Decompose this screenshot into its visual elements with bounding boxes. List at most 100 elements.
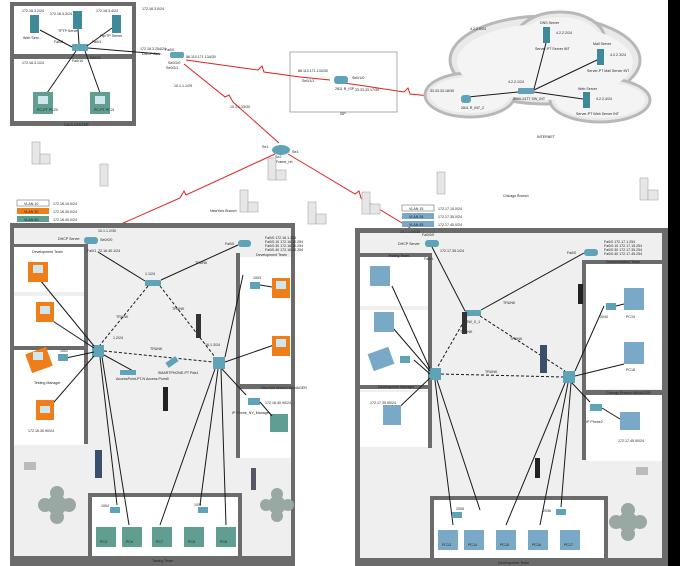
ny-manager-laptop-icon[interactable] xyxy=(270,414,288,432)
port-label: Se0/2/1 xyxy=(166,66,178,70)
link xyxy=(434,379,454,526)
pc-icon[interactable] xyxy=(370,266,390,286)
pc13-icon[interactable] xyxy=(438,530,458,550)
pc15-icon[interactable] xyxy=(496,530,516,550)
chi-wan-ip: 10.1.1.34/30 xyxy=(400,230,420,234)
isp-router-label: 2811 R_ISP xyxy=(335,87,355,91)
ny-core-switch-icon[interactable] xyxy=(145,280,161,286)
link xyxy=(391,285,431,370)
chicago-title: Chicago Branch xyxy=(503,194,529,198)
link xyxy=(84,50,101,94)
pc17-icon[interactable] xyxy=(560,530,580,550)
access-point-icon[interactable] xyxy=(120,370,136,375)
pc5-icon[interactable] xyxy=(184,527,204,547)
phone-1002-icon[interactable] xyxy=(58,354,68,361)
web-server-int-icon[interactable] xyxy=(583,92,590,108)
web-server-icon[interactable] xyxy=(30,15,39,33)
frame-link-ip: 10.1.1.33/30 xyxy=(230,105,250,109)
pc14-icon[interactable] xyxy=(464,530,484,550)
chi-access-switch-1-icon[interactable] xyxy=(429,368,441,380)
frame-relay-icon[interactable] xyxy=(272,145,290,155)
dns-server-label: Server-PT Server INT xyxy=(535,47,570,51)
phone-1004-icon[interactable] xyxy=(110,507,120,513)
data-center-area: 172.18.3.2/24 172.18.3.3/24 172.18.3.4/2… xyxy=(10,2,161,127)
ny-dev-room-right xyxy=(240,257,291,384)
person-icon xyxy=(95,450,102,478)
port-label: Fa0/0 xyxy=(225,242,234,246)
data-center-title: DATA CENTER xyxy=(64,123,89,127)
phone-2036-icon[interactable] xyxy=(556,509,566,515)
pc-icon[interactable] xyxy=(374,312,394,332)
datacenter-switch-icon[interactable] xyxy=(72,44,88,51)
ny-access-switch-2-icon[interactable] xyxy=(213,357,225,369)
pc3-icon[interactable] xyxy=(96,527,116,547)
lan-network-label: 172.18.3.1/24 xyxy=(22,61,44,65)
core-router-icon[interactable] xyxy=(170,52,184,58)
core-router: 172.18.3.254/24 DHCP Serv... Fa0/0 Se0/2… xyxy=(140,47,216,88)
tftp-server-icon[interactable] xyxy=(73,11,82,29)
chi-access-switch-2-icon[interactable] xyxy=(563,371,575,383)
ny-manager-phone-icon[interactable] xyxy=(248,398,260,405)
pc6-icon[interactable] xyxy=(216,527,236,547)
chi-2811-router-icon[interactable] xyxy=(584,249,598,256)
isp-ip-1: 88.110.171.133/30 xyxy=(298,69,328,73)
web-server-ip: 4.2.2.4/24 xyxy=(596,97,612,101)
screen xyxy=(95,96,105,104)
dns-server-icon[interactable] xyxy=(543,27,550,43)
room-label: Development Team xyxy=(498,561,529,565)
trunk-label: TRUNK xyxy=(503,301,516,305)
port-label: Se0/2/0 xyxy=(168,61,180,65)
port-label: Fa0/0 xyxy=(165,48,174,52)
ftp-server-label: Ftp\TP Server xyxy=(100,34,123,38)
chi-core-switch-icon[interactable] xyxy=(465,310,481,316)
internet-switch-label: 2960-24TT SW_INT xyxy=(513,97,546,101)
isp-router-icon[interactable] xyxy=(334,76,348,84)
screen xyxy=(40,306,50,314)
phone-2040-icon[interactable] xyxy=(606,303,616,310)
chi-manager-laptop-icon[interactable] xyxy=(620,412,640,430)
chi-phone-icon[interactable] xyxy=(400,356,410,363)
pc16-icon[interactable] xyxy=(528,530,548,550)
pc7-icon[interactable] xyxy=(152,527,172,547)
branch-link-ip: 10.1.1.1/29 xyxy=(174,84,192,88)
chi-dhcp-router-icon[interactable] xyxy=(425,240,439,247)
smartphone-icon[interactable] xyxy=(165,356,179,368)
internet-switch-icon[interactable] xyxy=(518,88,534,94)
vlan30-network: 172.16.30.0/24 xyxy=(53,210,77,214)
ny-manager-phone-label: IP Phone_NY_Manager xyxy=(232,411,271,415)
vlan15-swatch xyxy=(401,204,435,212)
ftp-server-icon[interactable] xyxy=(112,15,121,33)
ny-access-switch-1-icon[interactable] xyxy=(92,345,104,357)
chi-lan-ip: 172.17.35.1/24 xyxy=(440,249,464,253)
wall-segment xyxy=(582,390,662,395)
meeting-table-icon xyxy=(609,503,647,541)
phone-id: 1004 xyxy=(101,504,109,508)
mail-server-title: Mail Server xyxy=(593,42,612,46)
internet-title: INTERNET xyxy=(537,135,556,139)
pc-label: PC18 xyxy=(626,368,635,372)
internet-router-icon[interactable] xyxy=(461,95,471,103)
pc19-icon[interactable] xyxy=(624,288,644,310)
ny-2811-router-icon[interactable] xyxy=(238,240,251,247)
pc-label: PC4 xyxy=(126,540,133,544)
pc-label: PC15 xyxy=(500,543,509,547)
screen xyxy=(40,406,50,413)
chi-manager-phone-label: IP Phone2 xyxy=(586,420,603,424)
phone-2005-icon[interactable] xyxy=(452,512,462,518)
pc4-icon[interactable] xyxy=(122,527,142,547)
trunk-label: TRUNK xyxy=(172,307,185,311)
screen xyxy=(33,352,43,360)
internet-router-label: 2811 R_INT_2 xyxy=(461,106,484,110)
chi-manager-phone-icon[interactable] xyxy=(590,404,602,411)
web-server-title: Web Server xyxy=(578,87,598,91)
mail-server-icon[interactable] xyxy=(597,49,604,65)
pc18-icon[interactable] xyxy=(624,342,644,364)
pc-label: PC7 xyxy=(156,540,163,544)
pc-icon[interactable] xyxy=(367,346,395,372)
phone-1003-icon[interactable] xyxy=(250,282,260,289)
pc-label: PC14 xyxy=(468,543,477,547)
ny-dhcp-router-icon[interactable] xyxy=(84,237,98,244)
chi-laptop-icon[interactable] xyxy=(383,405,401,425)
vlan40-label: VLAN 40 xyxy=(24,218,38,222)
phone-1011-icon[interactable] xyxy=(198,507,208,513)
